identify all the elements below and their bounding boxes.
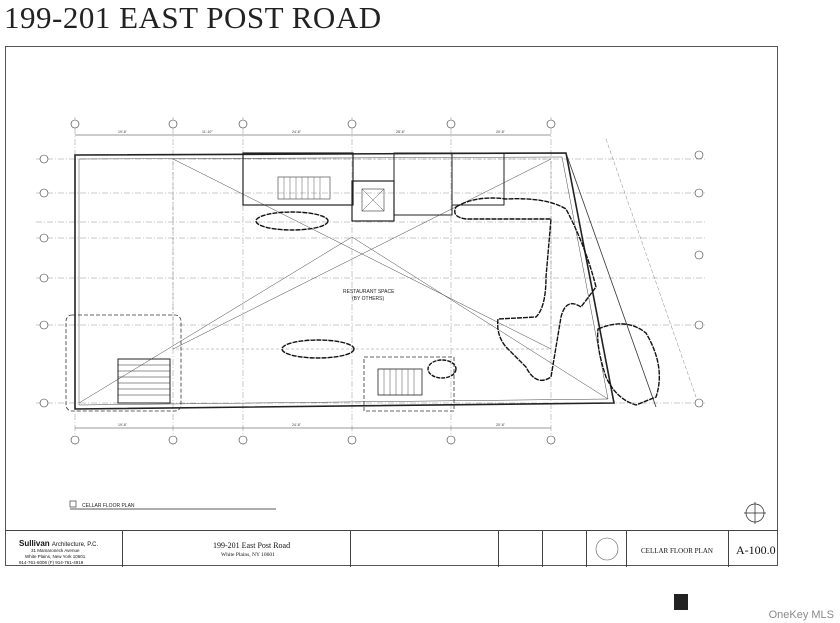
dim-label: 19'-6" xyxy=(118,130,128,134)
dim-label: 19'-6" xyxy=(118,423,128,427)
firm-name: Sullivan xyxy=(19,539,50,548)
project-info-block xyxy=(499,531,543,567)
firm-address-1: 31 Mamaroneck Avenue xyxy=(31,548,80,553)
dim-label: 24'-6" xyxy=(292,423,302,427)
info-block xyxy=(543,531,587,567)
drawing-title-block xyxy=(627,531,729,567)
dim-label: 20'-6" xyxy=(496,423,506,427)
drawing-sheet: 19'-6" 11'-10" 24'-6" 28'-6" 20'-6" 19'-… xyxy=(5,46,778,566)
seal-icon xyxy=(595,537,619,561)
page-title: 199-201 EAST POST ROAD xyxy=(4,0,382,35)
north-arrow-icon xyxy=(744,502,766,524)
dim-label: 11'-10" xyxy=(202,130,213,134)
seal-block xyxy=(587,531,627,567)
drawing-title: CELLAR FLOOR PLAN xyxy=(641,547,713,555)
room-label: RESTAURANT SPACE xyxy=(343,289,395,295)
dim-label: 20'-6" xyxy=(496,130,506,134)
drawing-number: A-100.0 xyxy=(736,543,776,557)
firm-phone: 914-761-6006 (F) 914-761-4919 xyxy=(19,560,84,565)
project-title: 199-201 East Post Road xyxy=(213,541,291,550)
black-square xyxy=(674,594,688,610)
firm-suffix: Architecture, P.C. xyxy=(51,542,99,548)
firm-block: Sullivan Architecture, P.C. 31 Mamaronec… xyxy=(5,531,123,567)
plan-caption: CELLAR FLOOR PLAN xyxy=(82,503,135,509)
firm-address-2: White Plains, New York 10601 xyxy=(25,554,86,559)
watermark: OneKey MLS xyxy=(768,609,834,621)
dim-label: 28'-6" xyxy=(396,130,406,134)
revision-block xyxy=(351,531,499,567)
title-block: Sullivan Architecture, P.C. 31 Mamaronec… xyxy=(5,530,778,567)
room-label-sub: (BY OTHERS) xyxy=(352,296,384,302)
cellar-floor-plan: 19'-6" 11'-10" 24'-6" 28'-6" 20'-6" 19'-… xyxy=(36,117,766,524)
project-block xyxy=(123,531,351,567)
project-location: White Plains, NY 10601 xyxy=(221,552,275,558)
dim-label: 24'-6" xyxy=(292,130,302,134)
